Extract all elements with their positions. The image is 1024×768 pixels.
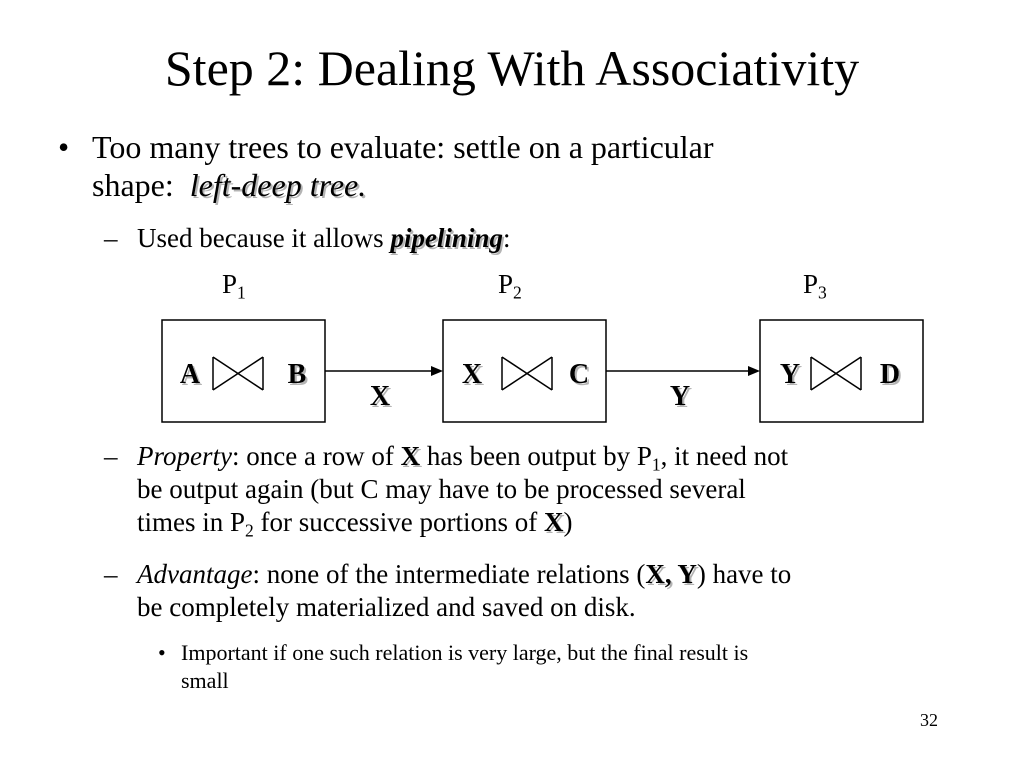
relation-d: D xyxy=(880,359,900,390)
bullet-marker: • xyxy=(58,129,70,165)
bullet-line-2-prefix: shape: xyxy=(92,167,190,203)
important-line-2: small xyxy=(181,668,229,693)
relation-c: C xyxy=(569,359,589,390)
property-text-4: times in P xyxy=(137,507,246,537)
bullet-used-because: Used because it allows pipelining: xyxy=(137,222,510,255)
relation-a: A xyxy=(180,359,201,390)
dash-marker: – xyxy=(104,559,118,589)
property-text-5: for successive portions of xyxy=(253,507,544,537)
p1-subscript: 1 xyxy=(237,282,246,303)
property-text-2: has been output by P xyxy=(420,441,652,471)
relation-x-input: X xyxy=(462,359,482,390)
property-x-2: X xyxy=(543,507,564,537)
bullet-line-2: shape: left-deep tree. xyxy=(92,166,714,204)
bullet-line-1: Too many trees to evaluate: settle on a … xyxy=(92,129,714,165)
advantage-line-2: be completely materialized and saved on … xyxy=(137,592,636,622)
advantage-label: Advantage xyxy=(137,559,253,589)
advantage-xy: X, Y xyxy=(645,559,697,589)
bullet-marker: • xyxy=(158,640,166,665)
operator-box-p1 xyxy=(161,319,326,423)
intermediate-x: X xyxy=(370,381,390,412)
property-text-6: ) xyxy=(563,507,573,537)
join-icon xyxy=(501,356,553,391)
join-icon xyxy=(810,356,862,391)
slide-title: Step 2: Dealing With Associativity xyxy=(164,40,860,96)
left-deep-tree-emphasis: left-deep tree. xyxy=(189,167,367,203)
arrow-icon xyxy=(606,366,760,376)
dash-marker: – xyxy=(104,223,118,253)
bullet-important: Important if one such relation is very l… xyxy=(181,639,748,695)
advantage-text-1: : none of the intermediate relations ( xyxy=(252,559,646,589)
arrow-icon xyxy=(325,366,443,376)
operator-box-p3 xyxy=(759,319,924,423)
property-text-3: , it need not xyxy=(660,441,789,471)
advantage-line-1: Advantage: none of the intermediate rela… xyxy=(137,558,791,591)
dash-marker: – xyxy=(104,441,118,471)
property-line-2: be output again (but C may have to be pr… xyxy=(137,474,746,504)
p2-letter: P xyxy=(498,269,514,299)
bullet-too-many-trees: Too many trees to evaluate: settle on a … xyxy=(92,128,714,204)
label-p1: P1 xyxy=(222,268,246,303)
property-sub-1: 1 xyxy=(651,454,661,475)
p1-letter: P xyxy=(222,269,238,299)
pipelining-emphasis: pipelining xyxy=(390,223,503,253)
advantage-text-2: ) have to xyxy=(696,559,792,589)
intermediate-y: Y xyxy=(670,381,690,412)
property-text-1: : once a row of xyxy=(231,441,401,471)
p3-letter: P xyxy=(803,269,819,299)
p3-subscript: 3 xyxy=(818,282,827,303)
used-suffix: : xyxy=(502,223,511,253)
join-icon xyxy=(212,356,264,391)
property-line-1: Property: once a row of X has been outpu… xyxy=(137,440,788,473)
label-p3: P3 xyxy=(803,268,827,303)
property-sub-2: 2 xyxy=(245,520,254,541)
bullet-advantage: Advantage: none of the intermediate rela… xyxy=(137,558,791,624)
bullet-property: Property: once a row of X has been outpu… xyxy=(137,440,788,539)
relation-b: B xyxy=(288,359,307,390)
p2-subscript: 2 xyxy=(513,282,522,303)
property-label: Property xyxy=(137,441,232,471)
relation-y-input: Y xyxy=(780,359,800,390)
property-line-3: times in P2 for successive portions of X… xyxy=(137,506,788,539)
page-number: 32 xyxy=(920,710,938,730)
property-x-1: X xyxy=(400,441,421,471)
important-line-1: Important if one such relation is very l… xyxy=(181,640,749,665)
label-p2: P2 xyxy=(498,268,522,303)
used-prefix: Used because it allows xyxy=(137,223,391,253)
